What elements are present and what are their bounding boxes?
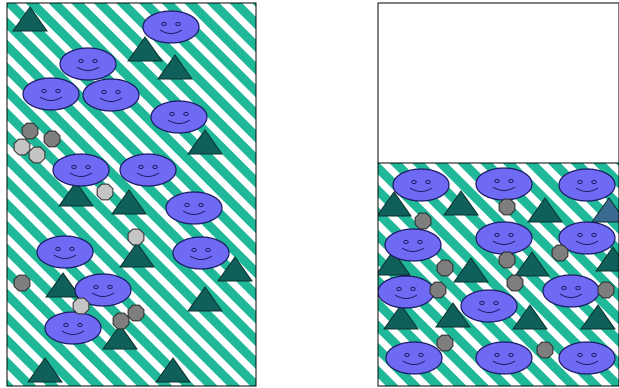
smiley-face-token bbox=[120, 154, 176, 186]
smiley-face-token bbox=[166, 192, 222, 224]
smiley-face-token bbox=[559, 169, 615, 201]
octagon-token bbox=[598, 282, 614, 298]
octagon-token bbox=[44, 131, 60, 147]
smiley-face-token bbox=[386, 342, 442, 374]
octagon-token bbox=[437, 260, 453, 276]
smiley-face-token bbox=[151, 101, 207, 133]
smiley-face-token bbox=[45, 312, 101, 344]
octagon-token bbox=[128, 305, 144, 321]
smiley-face-token bbox=[83, 79, 139, 111]
octagon-token bbox=[437, 335, 453, 351]
octagon-token bbox=[552, 245, 568, 261]
octagon-token bbox=[22, 123, 38, 139]
smiley-face-token bbox=[543, 275, 599, 307]
right-panel bbox=[376, 3, 619, 386]
octagon-token bbox=[499, 252, 515, 268]
octagon-token bbox=[14, 275, 30, 291]
smiley-face-token bbox=[476, 168, 532, 200]
smiley-face-token bbox=[60, 48, 116, 80]
smiley-face-token bbox=[476, 342, 532, 374]
octagon-token bbox=[29, 147, 45, 163]
octagon-token bbox=[537, 342, 553, 358]
octagon-token bbox=[499, 199, 515, 215]
octagon-token bbox=[73, 298, 89, 314]
octagon-token bbox=[128, 229, 144, 245]
octagon-token bbox=[113, 313, 129, 329]
smiley-face-token bbox=[37, 236, 93, 268]
left-panel bbox=[7, 3, 256, 386]
right-panel-empty-area bbox=[378, 3, 619, 163]
octagon-token bbox=[507, 275, 523, 291]
smiley-face-token bbox=[385, 229, 441, 261]
smiley-face-token bbox=[378, 276, 434, 308]
octagon-token bbox=[415, 213, 431, 229]
smiley-face-token bbox=[143, 11, 199, 43]
smiley-face-token bbox=[23, 78, 79, 110]
octagon-token bbox=[97, 184, 113, 200]
smiley-face-token bbox=[53, 154, 109, 186]
smiley-face-token bbox=[461, 290, 517, 322]
smiley-face-token bbox=[559, 342, 615, 374]
smiley-face-token bbox=[173, 237, 229, 269]
octagon-token bbox=[430, 282, 446, 298]
smiley-face-token bbox=[393, 169, 449, 201]
octagon-token bbox=[14, 139, 30, 155]
smiley-face-token bbox=[476, 222, 532, 254]
